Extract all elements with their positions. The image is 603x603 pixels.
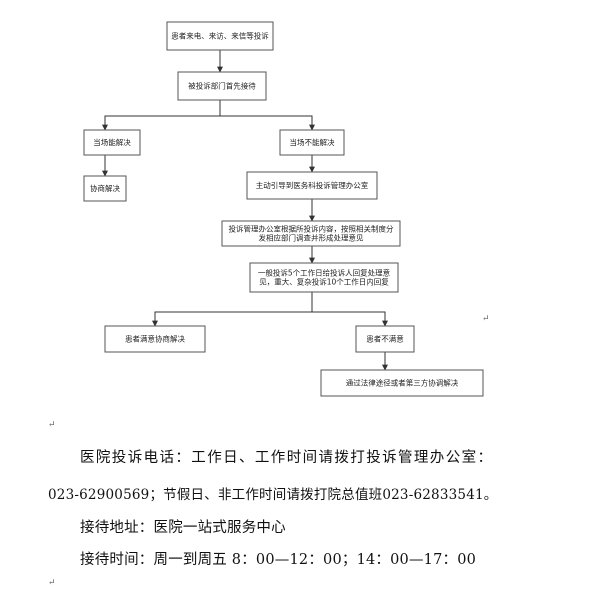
flowchart-node: 患者不满意 — [355, 325, 415, 353]
reception-hours: 接待时间：周一到周五 8：00—12：00；14：00—17：00 — [80, 552, 477, 568]
flowchart-box — [166, 21, 274, 51]
flowchart-node-label: 见，重大、复杂投诉10个工作日内回复 — [259, 277, 389, 287]
flowchart-box — [104, 325, 206, 353]
flowchart-node: 被投诉部门首先接待 — [177, 71, 267, 101]
flowchart-node-label: 患者来电、来访、来信等投诉 — [171, 31, 269, 41]
flowchart-node-label: 患者不满意 — [366, 334, 404, 344]
flowchart-node-label: 投诉管理办公室根据所投诉内容，按照相关制度分 — [229, 224, 394, 234]
flowchart-node: 通过法律途径或者第三方协调解决 — [320, 369, 484, 397]
flowchart-box — [355, 325, 415, 353]
flowchart-box — [249, 262, 399, 293]
paragraph-mark: ↵ — [482, 314, 490, 324]
flowchart-node-label: 当场不能解决 — [290, 137, 335, 147]
paragraph-mark: ↵ — [48, 420, 56, 430]
flowchart-node-label: 被投诉部门首先接待 — [188, 81, 256, 91]
flowchart-box — [320, 369, 484, 397]
flowchart-connectors — [102, 50, 388, 371]
flowchart-node: 协商解决 — [83, 175, 127, 202]
flowchart-node-label: 当场能解决 — [93, 137, 131, 147]
flowchart-node: 主动引导到医务科投诉管理办公室 — [246, 171, 378, 200]
complaint-phone-line: 医院投诉电话：工作日、工作时间请拨打投诉管理办公室： — [80, 450, 494, 466]
flowchart-node: 患者满意协商解决 — [104, 325, 206, 353]
flowchart-node: 患者来电、来访、来信等投诉 — [166, 21, 274, 51]
flowchart-box — [246, 171, 378, 200]
flowchart-box — [221, 220, 401, 247]
flowchart-node: 当场能解决 — [83, 129, 141, 156]
flowchart-node-label: 主动引导到医务科投诉管理办公室 — [256, 180, 369, 190]
flowchart-box — [83, 175, 127, 202]
flowchart-box — [83, 129, 141, 156]
reception-address: 接待地址：医院一站式服务中心 — [80, 520, 286, 536]
flowchart-node: 当场不能解决 — [279, 129, 345, 156]
phone-numbers-line: 023-62900569；节假日、非工作时间请拨打院总值班023-6283354… — [48, 487, 498, 503]
flowchart-node-label: 患者满意协商解决 — [125, 334, 185, 344]
flowchart-box — [279, 129, 345, 156]
flowchart-node-label: 发相应部门调查并形成处理意见 — [259, 233, 364, 243]
flowchart-node-label: 通过法律途径或者第三方协调解决 — [346, 378, 459, 388]
flowchart-box — [177, 71, 267, 101]
paragraph-mark: ↵ — [48, 578, 56, 588]
flowchart-node-label: 一般投诉5个工作日给投诉人回复处理意 — [258, 268, 390, 278]
flowchart-node-label: 协商解决 — [90, 183, 120, 193]
